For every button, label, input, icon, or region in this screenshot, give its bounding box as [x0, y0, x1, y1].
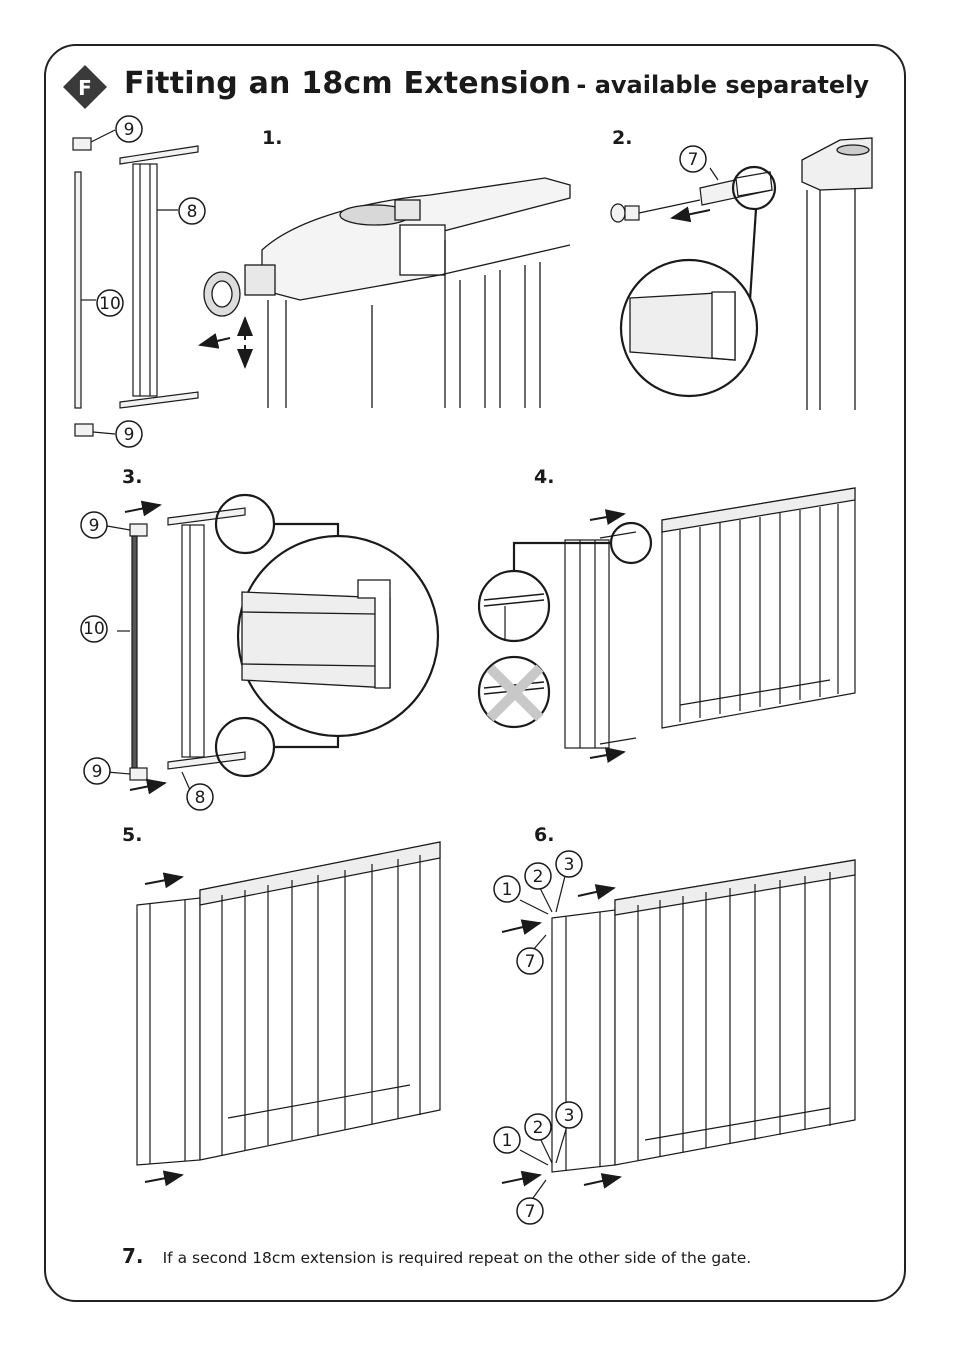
callout-9-top: 9	[124, 120, 135, 140]
callout-7-bottom: 7	[525, 1202, 536, 1222]
callout-1-top: 1	[502, 880, 513, 900]
step-6-label: 6.	[534, 824, 555, 846]
step-6-gate	[551, 859, 856, 1173]
step-2-label: 2.	[612, 127, 633, 149]
callout-3-bottom: 3	[564, 1106, 575, 1126]
callout-1-bottom: 1	[502, 1131, 513, 1151]
zoom-correct	[477, 569, 551, 643]
step-2-parts	[610, 167, 773, 223]
callout-9-step3-bottom: 9	[92, 762, 103, 782]
step-5-gate	[136, 841, 441, 1166]
footer-note-text: If a second 18cm extension is required r…	[162, 1249, 752, 1267]
step-3-label: 3.	[122, 466, 143, 488]
callout-2-top: 2	[533, 867, 544, 887]
footer-note: 7. If a second 18cm extension is require…	[122, 1244, 751, 1268]
section-badge-letter: F	[78, 76, 92, 100]
extension-rod-part	[74, 171, 82, 409]
extension-top-bar	[119, 145, 199, 165]
callout-9-step3-top: 9	[89, 516, 100, 536]
callout-10-step3: 10	[83, 619, 105, 639]
title-main: Fitting an 18cm Extension	[124, 66, 572, 101]
section-badge: F	[63, 65, 107, 109]
step-1-pull-arrow	[198, 333, 231, 349]
page-title: Fitting an 18cm Extension - available se…	[124, 66, 869, 101]
callout-7: 7	[688, 150, 699, 170]
callout-8-step3: 8	[195, 788, 206, 808]
callout-7-top: 7	[525, 952, 536, 972]
callout-8: 8	[187, 202, 198, 222]
step-1-label: 1.	[262, 127, 283, 149]
step-5-label: 5.	[122, 824, 143, 846]
callout-3-top: 3	[564, 855, 575, 875]
step-1-callouts	[96, 115, 206, 448]
step-2-gate-post	[801, 137, 873, 410]
page-frame	[44, 44, 906, 1302]
zoom-target	[731, 165, 777, 211]
callout-9-bottom: 9	[124, 425, 135, 445]
extension-bottom-bar	[119, 391, 199, 409]
step-4-label: 4.	[534, 466, 555, 488]
callout-10: 10	[99, 294, 121, 314]
end-cap-bottom-part	[74, 423, 94, 437]
callout-2-bottom: 2	[533, 1118, 544, 1138]
footer-note-number: 7.	[122, 1244, 144, 1268]
step-4-gate	[661, 487, 856, 729]
title-subtitle: - available separately	[576, 71, 870, 99]
step-1-parts	[72, 129, 199, 437]
step-1-gate-closeup	[203, 177, 571, 408]
step-3-parts	[106, 507, 246, 791]
step-4-extension	[564, 531, 637, 749]
end-cap-top-part	[72, 137, 92, 151]
